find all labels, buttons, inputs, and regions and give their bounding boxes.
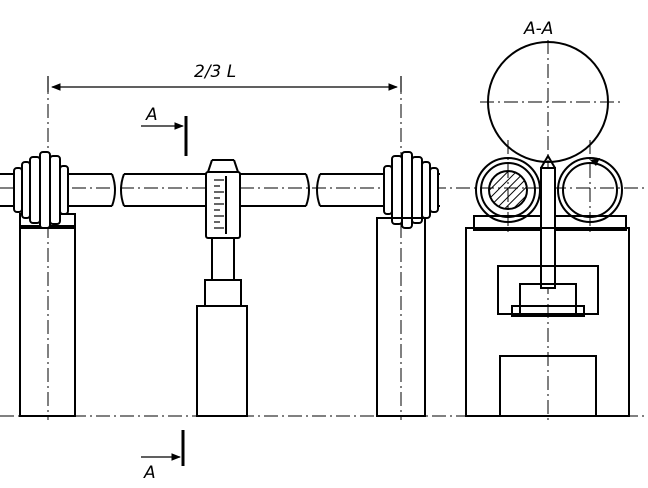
section-title: A-A [523, 19, 553, 39]
right-bearing [383, 151, 439, 229]
section-marker-bottom: A [141, 430, 185, 483]
section-view: A-A [465, 19, 630, 417]
right-support [376, 217, 426, 417]
section-marker-label-bottom: A [143, 463, 156, 483]
left-bearing [13, 151, 69, 229]
section-marker-top: A [141, 105, 188, 156]
dial-gauge [196, 159, 248, 417]
dimension-label: 2/3 L [194, 62, 236, 82]
section-marker-label-top: A [145, 105, 158, 125]
dimension-2-3-l: 2/3 L [47, 62, 402, 92]
